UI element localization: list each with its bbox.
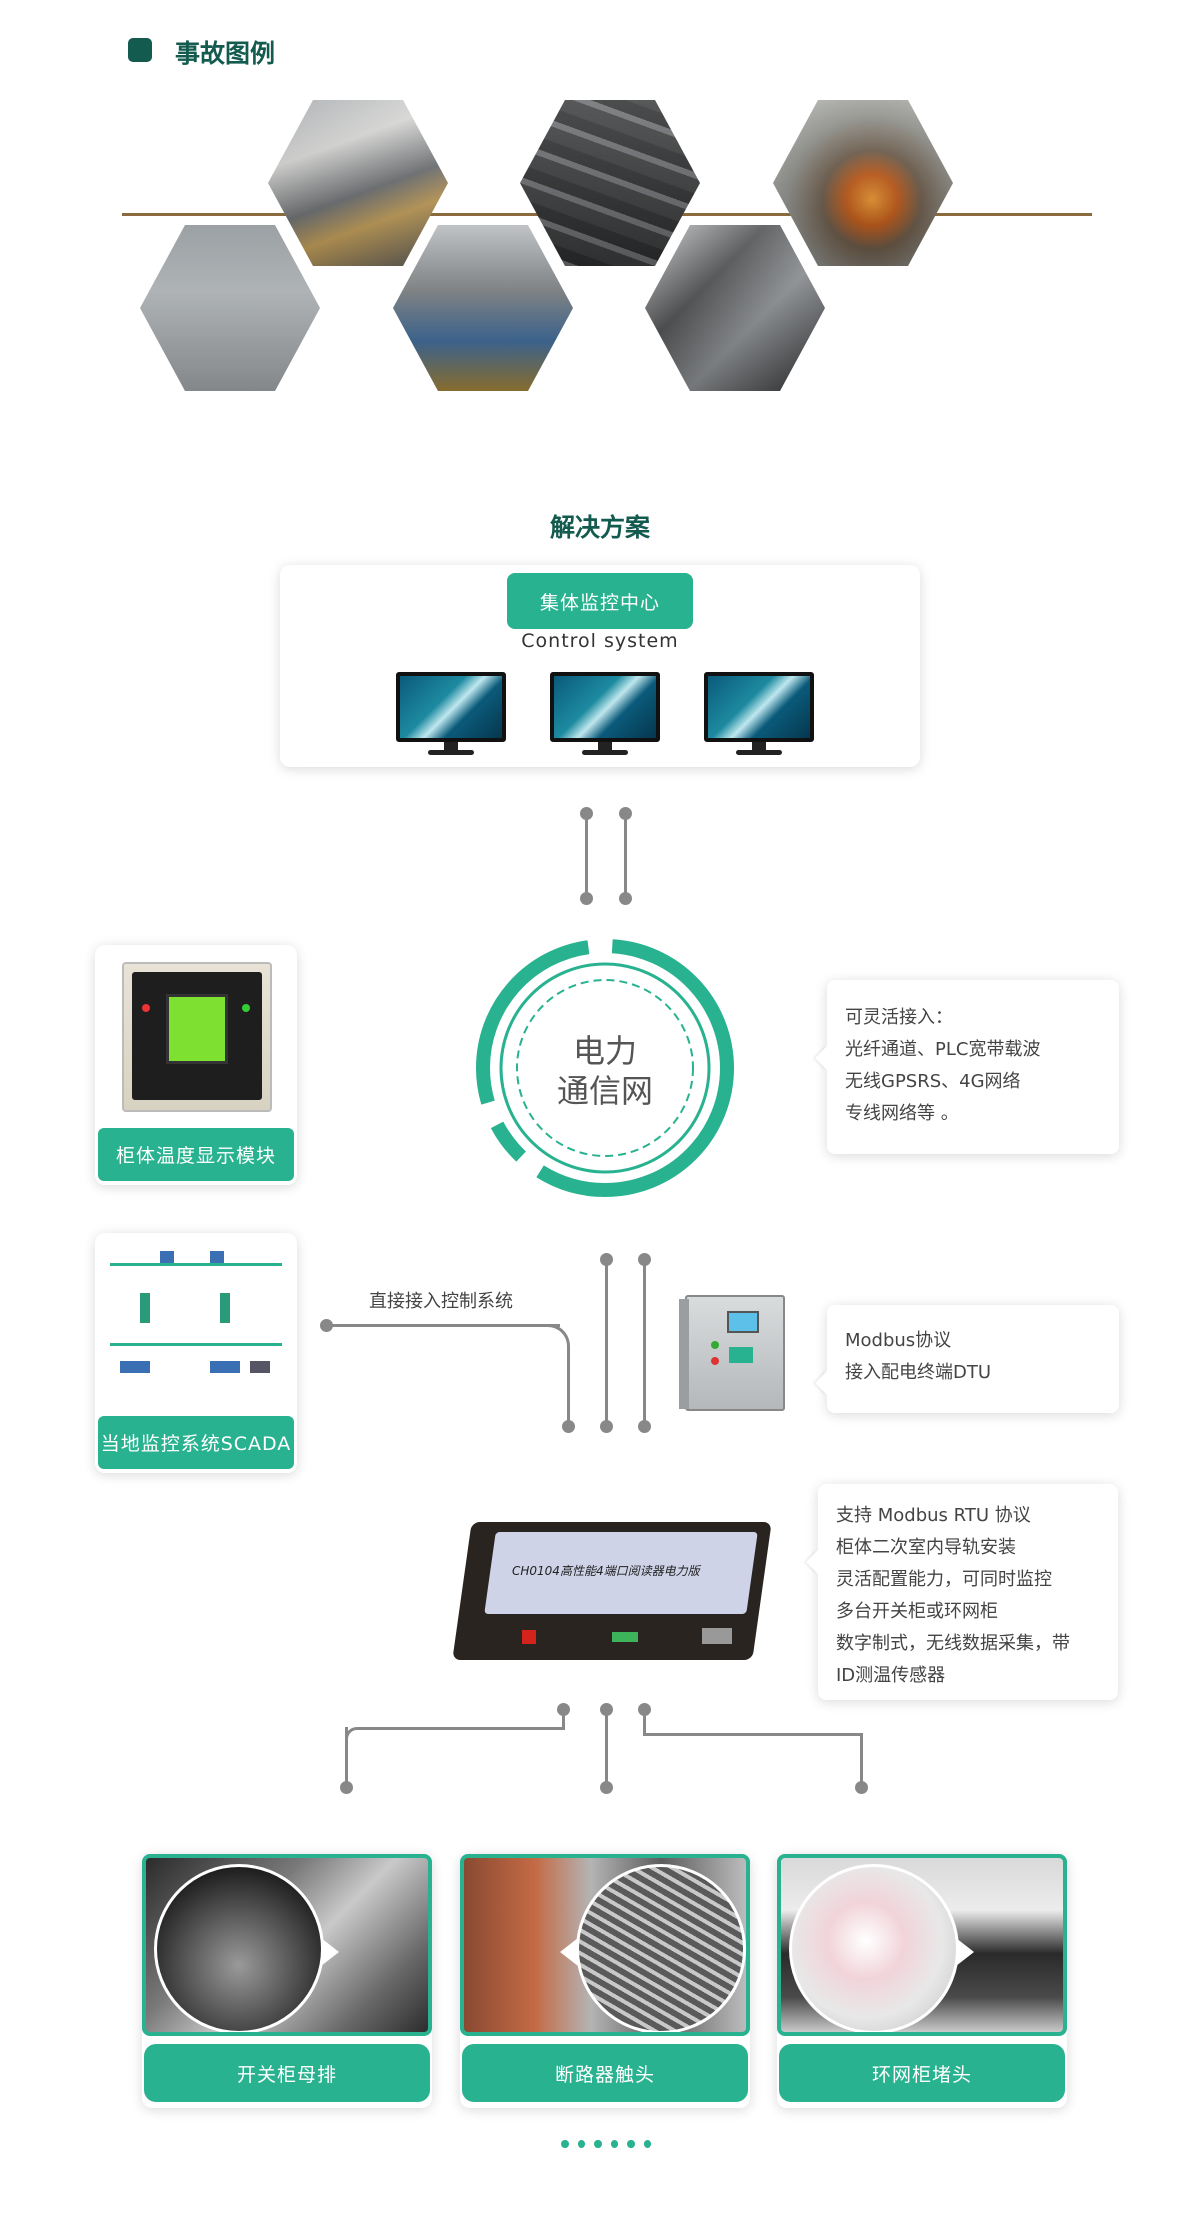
connector-line xyxy=(562,1709,565,1727)
dtu-info-card: Modbus协议 接入配电终端DTU xyxy=(827,1305,1119,1413)
accident-photo-fire xyxy=(773,100,953,266)
product-label-busbar[interactable]: 开关柜母排 xyxy=(144,2044,430,2102)
monitor-icon-1 xyxy=(396,672,506,756)
connector-dot xyxy=(855,1781,868,1794)
connector-line xyxy=(643,1733,863,1736)
accident-title-marker xyxy=(128,38,152,62)
connector-dot xyxy=(600,1781,613,1794)
solution-section-title: 解决方案 xyxy=(549,513,650,542)
connector-line xyxy=(585,813,588,898)
connector-dot xyxy=(340,1781,353,1794)
dtu-info-line: 接入配电终端DTU xyxy=(845,1362,992,1383)
product-label-ring-main[interactable]: 环网柜堵头 xyxy=(779,2044,1065,2102)
pagination-dots xyxy=(561,2140,651,2150)
connector-dot xyxy=(580,892,593,905)
temp-module-label[interactable]: 柜体温度显示模块 xyxy=(98,1128,294,1181)
network-ring-graphic xyxy=(476,939,734,1197)
reader-info-line: 数字制式，无线数据采集，带 xyxy=(836,1633,1070,1654)
product-image-busbar xyxy=(142,1854,432,2036)
connector-dot xyxy=(638,1420,651,1433)
connector-line xyxy=(605,1259,608,1424)
network-info-card: 可灵活接入： 光纤通道、PLC宽带载波 无线GPSRS、4G网络 专线网络等 。 xyxy=(827,980,1119,1154)
scada-connector-text: 直接接入控制系统 xyxy=(369,1291,513,1312)
monitor-icon-3 xyxy=(704,672,814,756)
connector-line xyxy=(345,1727,348,1785)
connector-line xyxy=(359,1727,565,1730)
connector-dot xyxy=(562,1420,575,1433)
scada-label[interactable]: 当地监控系统SCADA xyxy=(98,1416,294,1469)
reader-info-line: 多台开关柜或环网柜 xyxy=(836,1601,998,1622)
dtu-cabinet-image xyxy=(679,1295,785,1411)
pagination-dot xyxy=(594,2140,602,2148)
reader-device-image: CH0104高性能4端口阅读器电力版 xyxy=(452,1522,772,1660)
connector-line xyxy=(860,1733,863,1785)
pagination-dot xyxy=(561,2140,569,2148)
connector-line xyxy=(643,1259,646,1424)
pagination-dot xyxy=(610,2140,618,2148)
accident-section-title: 事故图例 xyxy=(175,39,276,68)
scada-connector-elbow xyxy=(540,1324,570,1354)
accident-photo-panel xyxy=(140,225,320,391)
product-image-ring-main xyxy=(777,1854,1067,2036)
accident-photo-busbar xyxy=(393,225,573,391)
network-info-line: 无线GPSRS、4G网络 xyxy=(845,1071,1021,1092)
pagination-dot xyxy=(643,2140,651,2148)
reader-info-line: 灵活配置能力，可同时监控 xyxy=(836,1569,1052,1590)
network-label-line1: 电力 xyxy=(572,1032,637,1070)
control-center-button[interactable]: 集体监控中心 xyxy=(507,573,693,629)
network-label-line2: 通信网 xyxy=(556,1072,653,1110)
connector-dot xyxy=(619,892,632,905)
pagination-dot xyxy=(627,2140,635,2148)
reader-device-title: CH0104高性能4端口阅读器电力版 xyxy=(512,1564,700,1578)
accident-photo-cables xyxy=(520,100,700,266)
lcd-screen xyxy=(166,994,228,1064)
connector-line xyxy=(624,813,627,898)
connector-line xyxy=(643,1709,646,1733)
monitor-icon-2 xyxy=(550,672,660,756)
reader-info-line: ID测温传感器 xyxy=(836,1665,946,1686)
reader-info-line: 支持 Modbus RTU 协议 xyxy=(836,1505,1031,1526)
connector-line xyxy=(605,1709,608,1785)
scada-connector-line xyxy=(326,1324,560,1327)
accident-photo-contacts xyxy=(645,225,825,391)
product-image-breaker xyxy=(460,1854,750,2036)
temp-module-image xyxy=(122,962,272,1112)
pagination-dot xyxy=(577,2140,585,2148)
scada-connector-line xyxy=(567,1352,570,1424)
reader-info-line: 柜体二次室内导轨安装 xyxy=(836,1537,1016,1558)
control-system-label: Control system xyxy=(521,630,679,652)
accident-photo-breakers xyxy=(268,100,448,266)
reader-info-card: 支持 Modbus RTU 协议 柜体二次室内导轨安装 灵活配置能力，可同时监控… xyxy=(818,1484,1118,1700)
scada-diagram-image xyxy=(100,1243,292,1393)
network-info-line: 可灵活接入： xyxy=(845,1007,953,1028)
product-label-breaker[interactable]: 断路器触头 xyxy=(462,2044,748,2102)
connector-dot xyxy=(600,1420,613,1433)
network-info-line: 专线网络等 。 xyxy=(845,1103,959,1124)
network-info-line: 光纤通道、PLC宽带载波 xyxy=(845,1039,1041,1060)
dtu-info-line: Modbus协议 xyxy=(845,1330,952,1351)
